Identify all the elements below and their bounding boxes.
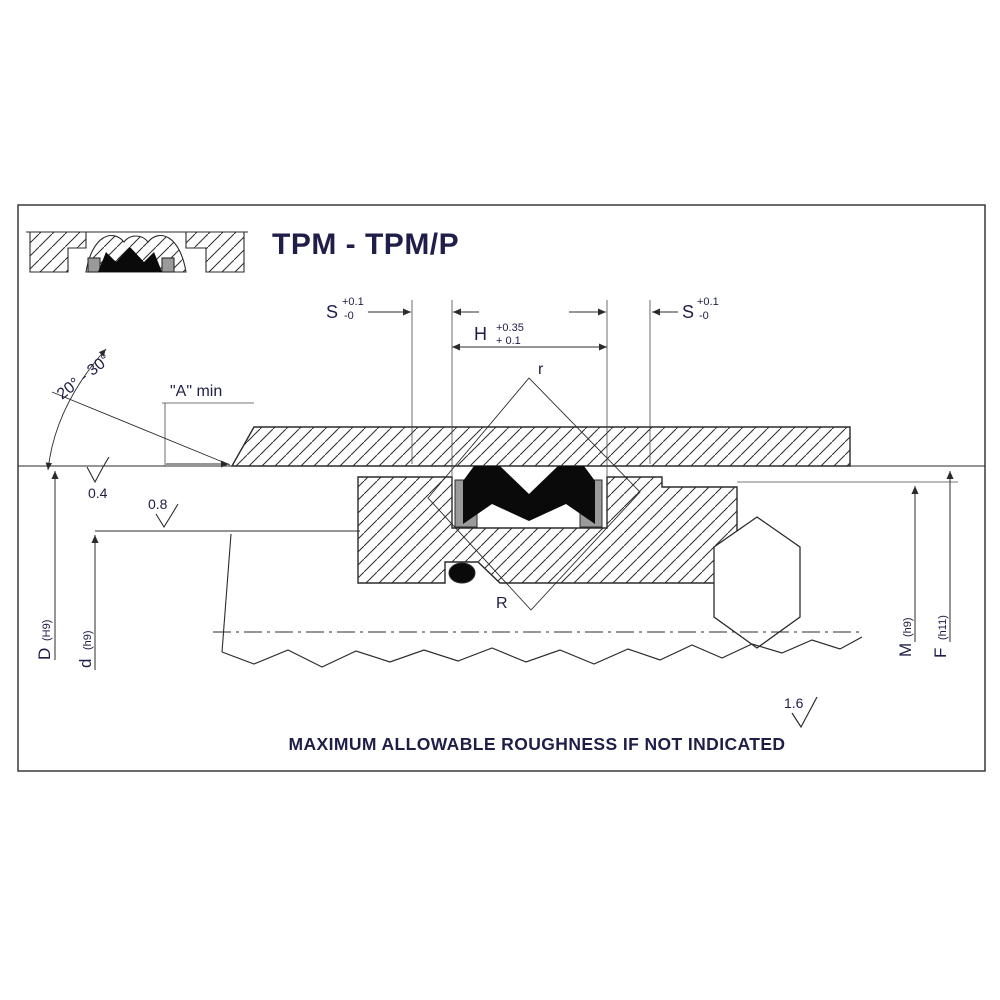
dim-s-right-tol-lower: -0 [699, 310, 709, 322]
dim-d-label: d [76, 659, 95, 668]
hex-nut-section [713, 516, 801, 649]
chamfer-angle-label: 20° - 30° [54, 351, 114, 403]
roughness-bore: 0.4 [86, 456, 110, 501]
dim-F-fit: (h11) [937, 615, 949, 640]
dim-s-right-label: S [682, 302, 694, 322]
radius-leader-lines [427, 377, 641, 611]
dim-a-min: "A" min [162, 383, 254, 468]
dim-s-right: S +0.1 -0 [569, 296, 719, 322]
dim-chamfer-angle: 20° - 30° [45, 348, 231, 471]
page-title: TPM - TPM/P [272, 228, 459, 261]
dim-F-label: F [931, 648, 950, 658]
piston-gland [357, 476, 738, 584]
roughness-general-value: 1.6 [784, 695, 804, 711]
dim-groove-diameter: M (h9) [896, 486, 919, 657]
thumb-seal-body [98, 247, 162, 272]
dim-h-label: H [474, 324, 487, 344]
thumb-backup-left [87, 257, 101, 273]
dim-rod-diameter: d (h9) [76, 535, 99, 670]
roughness-symbols: 0.4 0.8 1.6 [86, 456, 818, 729]
o-ring [448, 562, 476, 584]
dim-a-min-label: "A" min [170, 383, 222, 400]
dim-M-label: M [896, 643, 915, 657]
cylinder-bore-wall [230, 426, 851, 467]
dim-M-fit: (h9) [902, 617, 914, 637]
roughness-general: 1.6 [784, 695, 818, 729]
extension-lines [411, 300, 651, 476]
roughness-face: 0.8 [148, 496, 179, 529]
break-line [221, 636, 863, 668]
seal-thumbnail [26, 231, 248, 273]
dim-h: H +0.35 + 0.1 [452, 322, 607, 351]
dim-D-fit: (H9) [41, 620, 53, 641]
dim-s-left-tol-lower: -0 [344, 310, 354, 322]
dim-D-label: D [35, 648, 54, 660]
roughness-bore-value: 0.4 [88, 485, 108, 501]
dim-s-left-tol-upper: +0.1 [342, 296, 364, 308]
dim-s-left-label: S [326, 302, 338, 322]
radius-R-label: R [496, 595, 508, 612]
dim-d-fit: (h9) [82, 630, 94, 650]
roughness-face-value: 0.8 [148, 496, 168, 512]
dim-flange-diameter: F (h11) [931, 471, 954, 658]
seal-body [463, 466, 595, 524]
footer-note: MAXIMUM ALLOWABLE ROUGHNESS IF NOT INDIC… [289, 734, 786, 754]
thumb-backup-right [161, 257, 175, 273]
radius-r-label: r [538, 361, 544, 378]
dim-s-right-tol-upper: +0.1 [697, 296, 719, 308]
dim-h-tol-upper: +0.35 [496, 322, 524, 334]
drawing-border [17, 204, 986, 772]
dim-s-left: S +0.1 -0 [326, 296, 479, 322]
dim-bore-diameter: D (H9) [35, 471, 59, 660]
dim-h-tol-lower: + 0.1 [496, 335, 521, 347]
